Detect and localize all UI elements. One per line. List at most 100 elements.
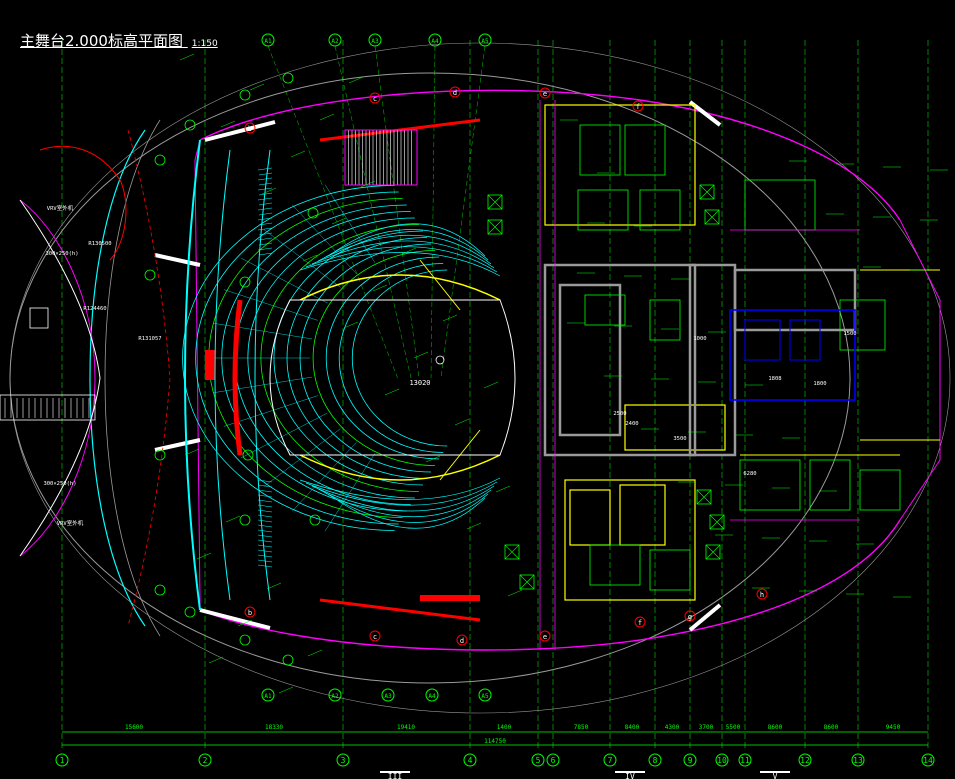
room-label: 300×250(h) [45,251,78,257]
leader-line [179,53,195,61]
inner-wall [254,149,271,601]
stair-tread [257,519,273,523]
balcony-row [317,234,492,265]
inner-wall [214,149,231,601]
dimension-value: 8400 [625,724,640,731]
shear-wall [154,438,201,452]
leader-line [307,649,323,657]
dimension-value: 18330 [265,724,283,731]
axis-bubble [683,753,697,767]
proscenium-wall [232,299,243,456]
leader-line [331,217,347,225]
leader-line [266,582,282,590]
grid-letter-bubble [632,100,644,112]
room-label: 1500 [843,331,856,337]
axis-a-bubble [381,688,395,702]
axis-a-bubble [425,688,439,702]
section-label: III [388,772,403,779]
seat-row [338,263,444,453]
overall-dimension: 114750 [484,738,506,745]
axis-bubble [55,753,69,767]
stair-core [344,129,418,186]
room-wall [543,263,697,457]
leader-line [348,76,364,84]
shaft-cross [487,219,503,235]
dimension-value: 1400 [497,724,512,731]
stair-tread [257,207,273,211]
column-bubble [239,634,251,646]
axis-label: 1 [60,756,65,765]
room-green [739,459,801,511]
section-label: V [773,772,778,779]
room-label: 1800 [813,381,826,387]
seat-row [195,191,399,525]
balcony-row [305,481,498,506]
axis-label: 13 [853,756,863,765]
radial-axis [430,45,436,379]
room-green [649,299,681,341]
aisle-line [292,442,357,512]
drawing-scale: 1:150 [191,39,218,49]
column-bubble [184,606,196,618]
aisle-line [213,323,313,340]
leader-line [413,351,429,359]
room-label: 3500 [673,436,686,442]
leader-line [401,247,417,255]
axis-a-label: A3 [384,693,392,700]
grid-letter: e [543,633,547,641]
room-label: VRV室外机 [57,519,84,527]
stair-tread [257,564,273,568]
balcony-row [329,494,486,529]
grid-letter: g [688,613,692,621]
seat-row [312,250,436,466]
radial-axis [267,45,398,379]
auditorium-seating [182,184,516,532]
wall [319,118,481,622]
aisle-line [223,289,318,321]
shaft-cross [696,489,712,505]
room-label: 1000 [693,336,706,342]
stair-tread [257,217,273,221]
axis-label: 4 [468,756,473,765]
box-seat [299,454,501,481]
dimension-value: 19410 [397,724,415,731]
radial-axis [334,45,412,379]
room-yellow [619,484,666,546]
leader-line [372,284,388,292]
leader-line [495,485,511,493]
stair-tread [257,227,273,231]
room-label: 1808 [768,376,781,382]
room-label: R131057 [138,336,161,342]
grid-letter: f [638,619,642,627]
stair-tread [257,504,273,508]
dimension-value: 7850 [574,724,589,731]
shear-wall [199,608,271,630]
room-yellow [569,489,611,546]
stair-tread [257,539,273,543]
box-seat [299,274,501,301]
leader-line [196,552,212,560]
leader-line [442,314,458,322]
stair-tread [257,499,273,503]
axis-a-label: A3 [371,38,379,45]
text-labels: 13020VRV室外机VRV室外机300×250(h)300×250(h)R13… [43,204,856,527]
shaft-cross [504,544,520,560]
stair-tread [257,489,273,493]
leader-line [290,150,306,158]
dimension-value: 4300 [665,724,680,731]
seat-edge [419,259,481,481]
balcony-row [329,223,486,257]
aisle-line [324,184,376,263]
room-green [579,124,621,176]
stair-tread [257,479,273,483]
stair-tread [257,167,273,171]
room-green [577,189,629,231]
aisle-line [263,428,341,487]
column-bubble [154,584,166,596]
grid-letter: c [373,95,377,103]
room-wall [558,283,622,437]
column-bubble [307,207,319,219]
leader-line [483,381,499,389]
stair-tread [257,524,273,528]
grid-letter-bubble [684,610,696,622]
